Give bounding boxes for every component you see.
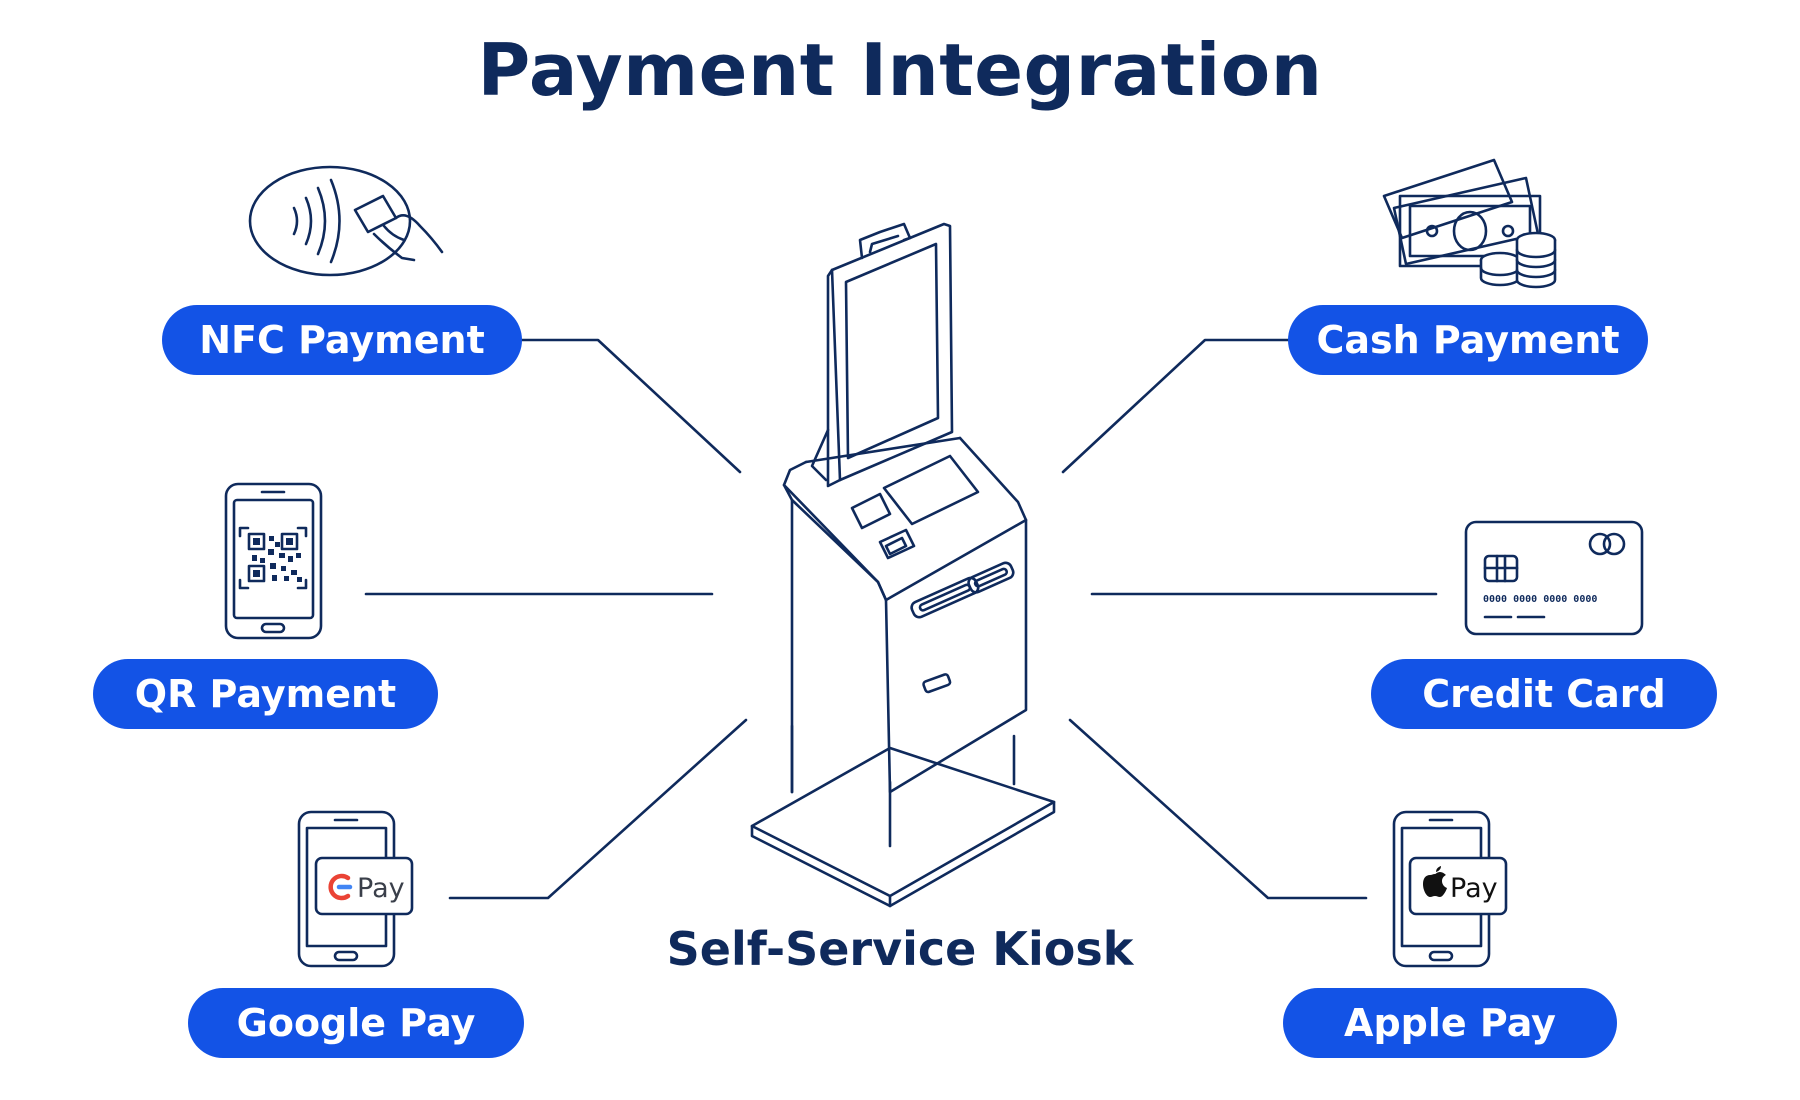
cash-payment-label: Cash Payment: [1288, 305, 1648, 375]
apple-logo: [1423, 866, 1447, 897]
connector-lines: [364, 338, 1438, 900]
apple-pay-phone-icon: [1392, 810, 1508, 968]
connector-apple: [1068, 718, 1368, 900]
google-g-logo: [328, 873, 353, 901]
google-pay-badge-text: Pay: [357, 873, 405, 904]
connector-cash: [1061, 338, 1290, 474]
kiosk-illustration: [750, 222, 1056, 908]
apple-pay-label: Apple Pay: [1283, 988, 1617, 1058]
credit-card-icon: [1464, 520, 1644, 636]
qr-payment-label: QR Payment: [93, 659, 438, 729]
card-number-text: 0000 0000 0000 0000: [1483, 594, 1597, 605]
nfc-payment-label: NFC Payment: [162, 305, 522, 375]
qr-code-modules: [252, 536, 302, 582]
apple-pay-badge-text: Pay: [1450, 873, 1498, 904]
nfc-tap-icon: [248, 165, 444, 277]
page-title: Payment Integration: [477, 28, 1323, 112]
qr-phone-icon: [224, 482, 323, 640]
connector-google: [448, 718, 748, 900]
cash-coins-icon: [1382, 158, 1557, 289]
credit-card-label: Credit Card: [1371, 659, 1717, 729]
connector-nfc: [518, 338, 742, 474]
google-pay-label: Google Pay: [188, 988, 524, 1058]
kiosk-label: Self-Service Kiosk: [666, 922, 1134, 976]
